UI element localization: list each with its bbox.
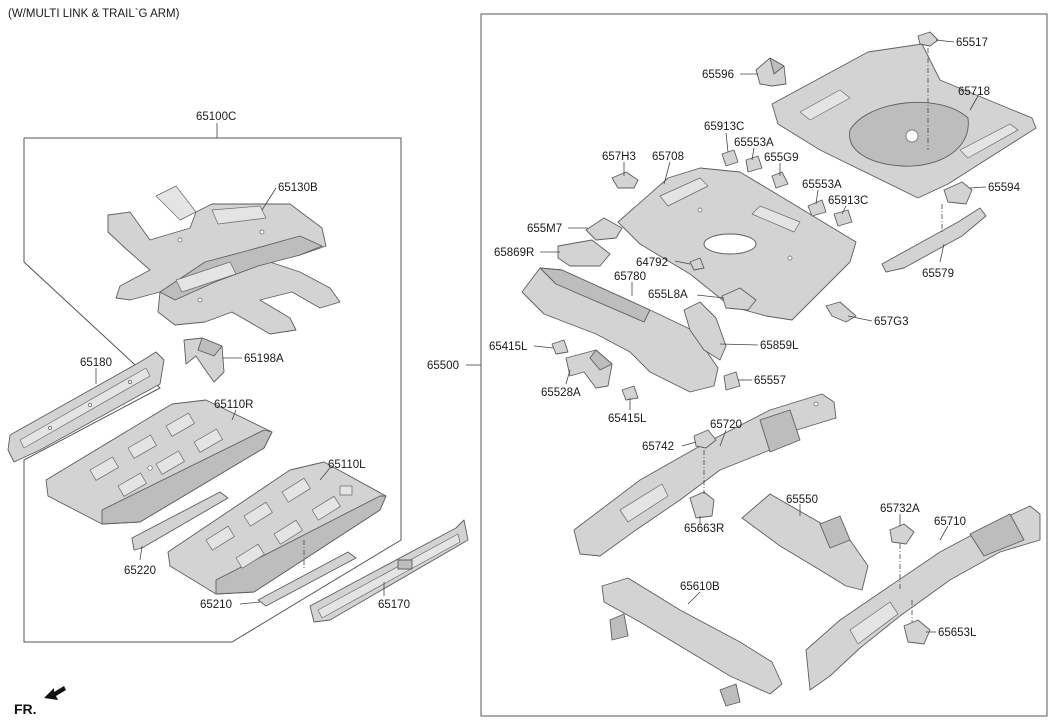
label-65663r: 65663R [684, 523, 724, 535]
right-group-label: 65500 [427, 360, 459, 372]
part-65220-shape [131, 491, 229, 551]
label-65742: 65742 [642, 441, 674, 453]
part-65594-shape [943, 181, 973, 205]
part-65663r-shape [689, 491, 715, 519]
part-65596-shape [755, 57, 787, 87]
label-65610b: 65610B [680, 581, 720, 593]
label-65859l: 65859L [760, 340, 799, 352]
label-657g3: 657G3 [874, 316, 909, 328]
label-65553a-b: 65553A [802, 179, 842, 191]
part-64792-shape [689, 257, 705, 271]
label-65198a: 65198A [244, 353, 284, 365]
part-655g9-shape [771, 171, 789, 189]
part-65557-shape [723, 371, 741, 391]
label-64792: 64792 [636, 257, 668, 269]
label-65528a: 65528A [541, 387, 581, 399]
label-65913c-a: 65913C [704, 121, 744, 133]
label-65180: 65180 [80, 357, 112, 369]
label-65869r: 65869R [494, 247, 534, 259]
label-65415l-b: 65415L [608, 413, 647, 425]
label-65557: 65557 [754, 375, 786, 387]
label-65653l: 65653L [938, 627, 977, 639]
part-65210-shape [257, 551, 357, 607]
label-65110r: 65110R [214, 399, 253, 411]
header-note: (W/MULTI LINK & TRAIL`G ARM) [8, 8, 180, 20]
label-65553a-a: 65553A [734, 137, 774, 149]
label-65708: 65708 [652, 151, 684, 163]
label-65596: 65596 [702, 69, 734, 81]
part-65710-shape [805, 505, 1041, 691]
part-65517-shape [917, 31, 939, 47]
label-65720: 65720 [710, 419, 742, 431]
label-65210: 65210 [200, 599, 232, 611]
label-65579: 65579 [922, 268, 954, 280]
part-657g3-shape [825, 301, 857, 323]
part-65180-shape [7, 351, 165, 463]
front-marker: FR. [14, 686, 66, 717]
label-65913c-b: 65913C [828, 195, 868, 207]
part-65528a-shape [565, 349, 613, 389]
part-65718-shape [771, 43, 1037, 199]
label-65110l: 65110L [328, 459, 366, 471]
part-65859l-shape [683, 301, 727, 361]
label-65415l-a: 65415L [489, 341, 528, 353]
part-65742-shape [693, 429, 717, 449]
label-65130b: 65130B [278, 182, 318, 194]
part-65110l-shape [167, 461, 387, 595]
part-655l8a-shape [721, 287, 757, 311]
part-65869r-shape [557, 239, 611, 267]
front-arrow-icon [44, 686, 66, 700]
right-group-leaders [533, 39, 987, 633]
left-group-label: 65100C [196, 111, 236, 123]
label-65718: 65718 [958, 86, 990, 98]
label-657h3: 657H3 [602, 151, 636, 163]
part-65553a-b-shape [807, 199, 827, 217]
label-65594: 65594 [988, 182, 1021, 194]
part-65110r-shape [45, 399, 273, 525]
part-65415l-a-shape [551, 339, 569, 355]
part-65913c-a-shape [721, 149, 739, 167]
right-group-outline: 65500 [427, 13, 1048, 717]
part-65130b-shape [107, 185, 341, 335]
part-65550-shape [741, 493, 869, 591]
left-group-leaders [95, 187, 385, 605]
label-655g9: 655G9 [764, 152, 799, 164]
label-65220: 65220 [124, 565, 156, 577]
label-65710: 65710 [934, 516, 966, 528]
label-65732a: 65732A [880, 503, 920, 515]
part-65198a-shape [183, 337, 225, 383]
part-65720-shape [573, 393, 837, 557]
part-65780-shape [521, 267, 719, 393]
part-65708-shape [617, 167, 857, 321]
part-65170-shape [309, 519, 469, 623]
left-group-outline: 65100C [23, 111, 402, 643]
label-65517: 65517 [956, 37, 988, 49]
part-657h3-shape [611, 171, 639, 189]
label-655l8a: 655L8A [648, 289, 688, 301]
label-655m7: 655M7 [527, 223, 562, 235]
part-labels: 65130B 65198A 65180 65110R 65110L 65220 … [80, 37, 1021, 639]
part-65610b-shape [601, 577, 783, 707]
part-655m7-shape [585, 217, 623, 241]
part-65732a-shape [889, 523, 915, 545]
right-group-dash-lines [703, 48, 943, 622]
part-65579-shape [881, 207, 987, 273]
label-65780: 65780 [614, 271, 646, 283]
part-65553a-a-shape [745, 155, 763, 173]
label-65170: 65170 [378, 599, 410, 611]
part-65653l-shape [903, 619, 931, 645]
front-label: FR. [14, 701, 37, 717]
label-65550: 65550 [786, 494, 818, 506]
part-65415l-b-shape [621, 385, 639, 401]
